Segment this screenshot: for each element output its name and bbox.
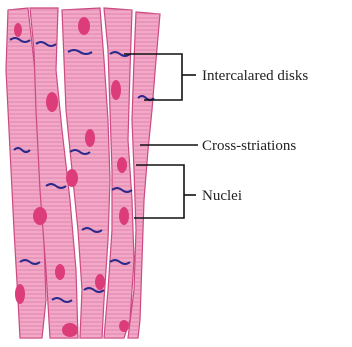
label-nuclei: Nuclei	[202, 188, 242, 204]
label-intercalated-disks: Intercalared disks	[202, 68, 308, 84]
nucleus	[95, 274, 105, 290]
nucleus	[111, 80, 121, 100]
muscle-fibers	[6, 8, 160, 338]
nucleus	[55, 264, 65, 280]
nucleus	[46, 92, 58, 112]
nucleus	[119, 320, 129, 332]
nucleus	[62, 323, 78, 337]
nucleus	[117, 157, 127, 173]
label-cross-striations: Cross-striations	[202, 138, 296, 154]
nucleus	[14, 23, 22, 37]
nucleus	[15, 284, 25, 304]
nucleus	[78, 17, 90, 35]
nucleus	[85, 129, 95, 147]
nucleus	[119, 207, 129, 225]
nucleus	[66, 169, 78, 187]
nucleus	[33, 207, 47, 225]
